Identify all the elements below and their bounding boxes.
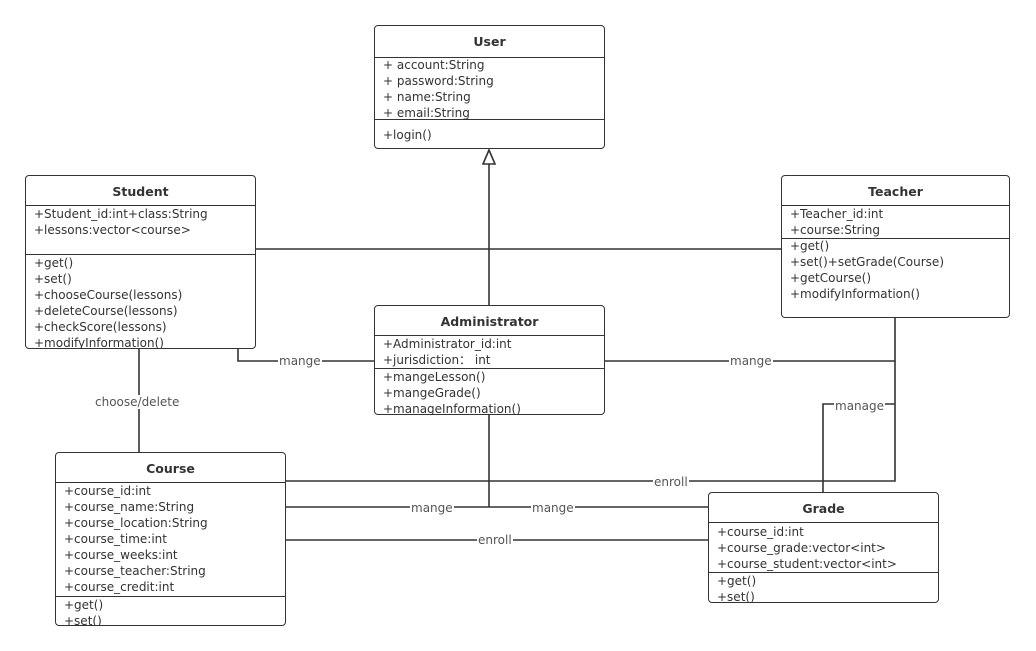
label-teacher-grade: manage bbox=[834, 399, 886, 413]
method: +modifyInformation() bbox=[34, 336, 164, 349]
label-admin-grade: mange bbox=[531, 501, 575, 515]
attribute: +jurisdiction： int bbox=[383, 353, 491, 367]
label-admin-teacher: mange bbox=[729, 354, 773, 368]
divider bbox=[375, 368, 604, 369]
attribute: + password:String bbox=[383, 74, 494, 88]
attribute: +course_time:int bbox=[64, 532, 167, 546]
method: +get() bbox=[64, 598, 104, 612]
attribute: +Student_id:int+class:String bbox=[34, 207, 208, 221]
attribute: +course_student:vector<int> bbox=[717, 557, 897, 571]
attribute: +course_location:String bbox=[64, 516, 208, 530]
divider bbox=[709, 522, 938, 523]
class-administrator[interactable]: Administrator +Administrator_id:int +jur… bbox=[374, 305, 605, 415]
attribute: +course_id:int bbox=[717, 525, 804, 539]
divider bbox=[782, 205, 1009, 206]
label-teacher-course: enroll bbox=[653, 475, 689, 489]
method: +deleteCourse(lessons) bbox=[34, 304, 178, 318]
class-name: Teacher bbox=[868, 184, 923, 199]
divider bbox=[56, 596, 285, 597]
class-name: Grade bbox=[802, 501, 845, 516]
class-name: Course bbox=[146, 461, 195, 476]
divider bbox=[56, 482, 285, 483]
divider bbox=[26, 254, 255, 255]
student-admin-line bbox=[237, 347, 374, 362]
method: +getCourse() bbox=[790, 271, 872, 285]
teacher-grade-line bbox=[822, 403, 895, 492]
method: +set() bbox=[64, 614, 102, 626]
attribute: + account:String bbox=[383, 58, 485, 72]
class-name: Student bbox=[112, 184, 169, 199]
method: +modifyInformation() bbox=[790, 287, 920, 301]
class-name: Administrator bbox=[440, 314, 539, 329]
attribute: +Teacher_id:int bbox=[790, 207, 884, 221]
attribute: +course_name:String bbox=[64, 500, 195, 514]
class-teacher[interactable]: Teacher +Teacher_id:int +course:String +… bbox=[781, 175, 1010, 318]
attribute: +Administrator_id:int bbox=[383, 337, 512, 351]
divider bbox=[375, 119, 604, 120]
label-student-course: choose/delete bbox=[94, 395, 181, 409]
label-admin-course: mange bbox=[410, 501, 454, 515]
class-name: User bbox=[473, 34, 506, 49]
attribute: +course_id:int bbox=[64, 484, 151, 498]
attribute: +course_credit:int bbox=[64, 580, 175, 594]
class-student[interactable]: Student +Student_id:int+class:String +le… bbox=[25, 175, 256, 349]
method: +get() bbox=[790, 239, 830, 253]
method: +set() bbox=[717, 590, 755, 603]
attribute: +course_grade:vector<int> bbox=[717, 541, 886, 555]
method: +get() bbox=[34, 256, 74, 270]
method: +checkScore(lessons) bbox=[34, 320, 167, 334]
method: +get() bbox=[717, 574, 757, 588]
method: +chooseCourse(lessons) bbox=[34, 288, 183, 302]
method: +manageInformation() bbox=[383, 402, 521, 415]
attribute: + name:String bbox=[383, 90, 471, 104]
class-grade[interactable]: Grade +course_id:int +course_grade:vecto… bbox=[708, 492, 939, 603]
method: +mangeGrade() bbox=[383, 386, 481, 400]
method: +set()+setGrade(Course) bbox=[790, 255, 944, 269]
method: +set() bbox=[34, 272, 72, 286]
attribute: +course_teacher:String bbox=[64, 564, 206, 578]
divider bbox=[782, 238, 1009, 239]
divider bbox=[375, 335, 604, 336]
divider bbox=[26, 205, 255, 206]
attribute: + email:String bbox=[383, 106, 470, 120]
class-user[interactable]: User + account:String + password:String … bbox=[374, 25, 605, 149]
attribute: +course:String bbox=[790, 223, 881, 237]
divider bbox=[375, 57, 604, 58]
divider bbox=[709, 572, 938, 573]
method: +mangeLesson() bbox=[383, 370, 486, 384]
label-student-admin: mange bbox=[278, 354, 322, 368]
method: +login() bbox=[383, 128, 432, 142]
attribute: +course_weeks:int bbox=[64, 548, 178, 562]
label-course-grade: enroll bbox=[477, 533, 513, 547]
class-course[interactable]: Course +course_id:int +course_name:Strin… bbox=[55, 452, 286, 626]
inheritance-arrowhead bbox=[481, 147, 497, 165]
attribute: +lessons:vector<course> bbox=[34, 223, 191, 237]
